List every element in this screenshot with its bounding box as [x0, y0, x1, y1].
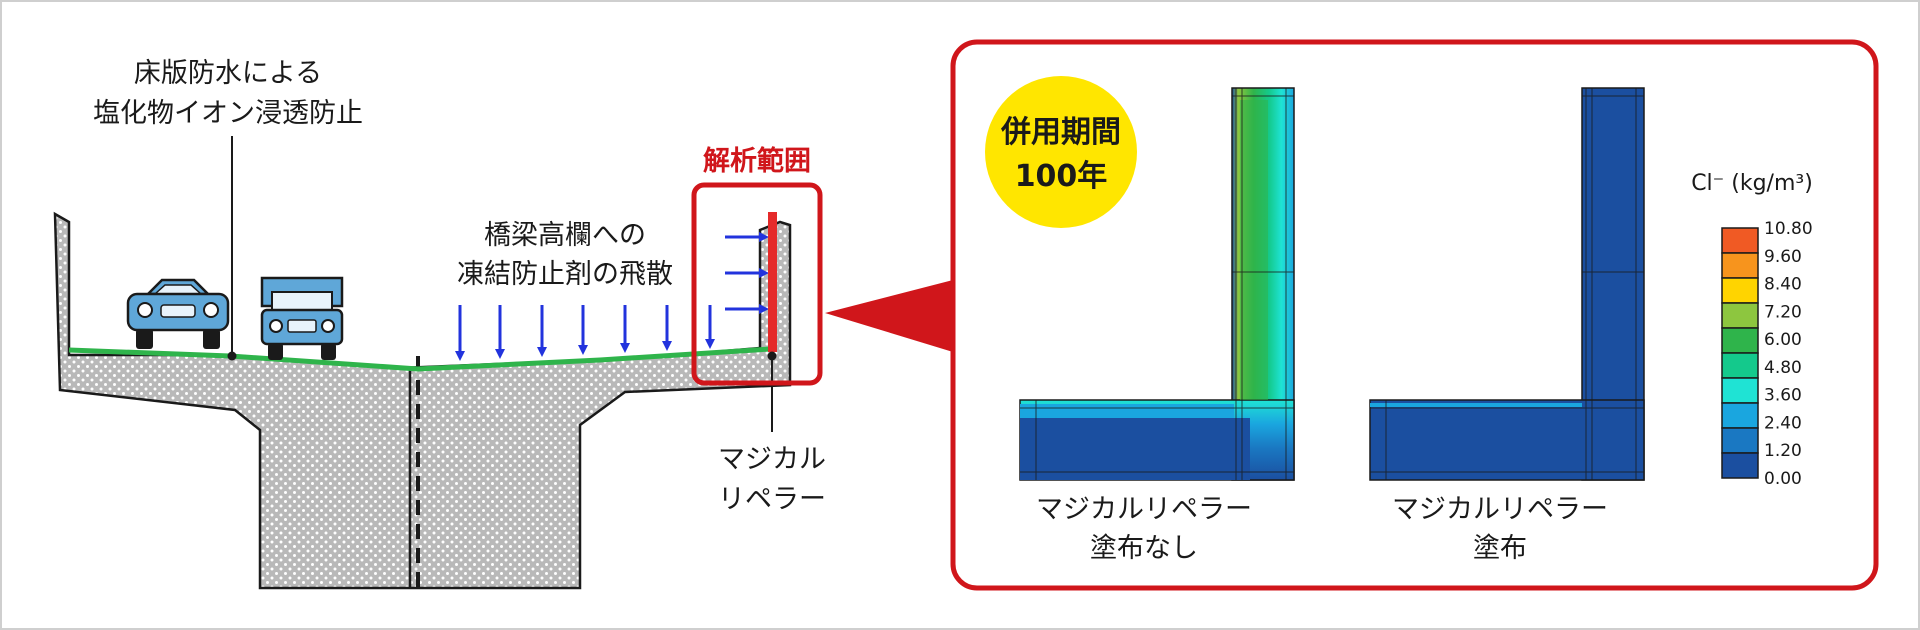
- deicer-label-line1: 橋梁高欄への: [484, 220, 646, 251]
- legend-tick-label: 4.80: [1764, 358, 1802, 378]
- legend-swatch: [1721, 252, 1759, 279]
- deicer-side-arrows: [725, 232, 769, 314]
- analysis-range-label: 解析範囲: [703, 145, 811, 177]
- product-label-line1: マジカル: [718, 444, 826, 475]
- analysis-range-box: [691, 182, 823, 386]
- waterproofing-label-line1: 床版防水による: [134, 58, 322, 89]
- waterproofing-label-line2: 塩化物イオン浸透防止: [93, 98, 363, 129]
- legend-tick-label: 7.20: [1764, 302, 1802, 322]
- legend-swatch: [1721, 302, 1759, 329]
- caption-without-line1: マジカルリペラー: [1036, 494, 1252, 525]
- product-leader-dot: [767, 351, 777, 361]
- caption-without-line2: 塗布なし: [1090, 533, 1198, 564]
- section-with-coating: [1369, 87, 1645, 481]
- section-without-coating: [1019, 87, 1295, 481]
- waterproofing-leader-dot: [227, 351, 237, 361]
- legend-tick-label: 2.40: [1764, 413, 1802, 433]
- legend-tick-label: 8.40: [1764, 275, 1802, 295]
- legend-ticks: 10.80 9.60 8.40 7.20 6.00 4.80 3.60 2.40 1.20 0.0…: [1764, 219, 1813, 489]
- product-label-line2: リペラー: [718, 484, 826, 515]
- deicer-down-arrows: [455, 305, 715, 361]
- legend-tick-label: 3.60: [1764, 386, 1802, 406]
- legend-swatch: [1721, 277, 1759, 304]
- legend-swatch: [1721, 352, 1759, 379]
- legend-tick-label: 1.20: [1764, 441, 1802, 461]
- badge-line1: 併用期間: [1000, 115, 1121, 150]
- deicer-label-line2: 凍結防止剤の飛散: [457, 259, 673, 290]
- duration-badge: [985, 76, 1137, 228]
- truck-icon: [260, 276, 344, 360]
- callout-wedge: [825, 280, 953, 352]
- legend-tick-label: 0.00: [1764, 469, 1802, 489]
- bridge-cross-section: [53, 136, 953, 590]
- deck-waterproofing-layer: [68, 346, 771, 372]
- concrete-girder: [53, 211, 792, 590]
- legend-swatch: [1721, 452, 1759, 479]
- legend-swatch: [1721, 377, 1759, 404]
- badge-line2: 100年: [1015, 159, 1108, 194]
- coating-strip: [768, 212, 777, 352]
- legend-swatches: [1721, 227, 1759, 479]
- legend-swatch: [1721, 227, 1759, 254]
- legend-swatch: [1721, 402, 1759, 429]
- caption-with-line2: 塗布: [1473, 533, 1527, 564]
- car-icon: [126, 278, 230, 349]
- legend-tick-label: 10.80: [1764, 219, 1813, 239]
- legend-title: Cl⁻ (kg/m³): [1691, 171, 1813, 196]
- concentration-legend: Cl⁻ (kg/m³) 10.80 9.60 8.40 7.20 6.00 4.80 3.6…: [1691, 171, 1813, 489]
- caption-with-line1: マジカルリペラー: [1392, 494, 1608, 525]
- legend-tick-label: 9.60: [1764, 247, 1802, 267]
- legend-tick-label: 6.00: [1764, 330, 1802, 350]
- legend-swatch: [1721, 427, 1759, 454]
- legend-swatch: [1721, 327, 1759, 354]
